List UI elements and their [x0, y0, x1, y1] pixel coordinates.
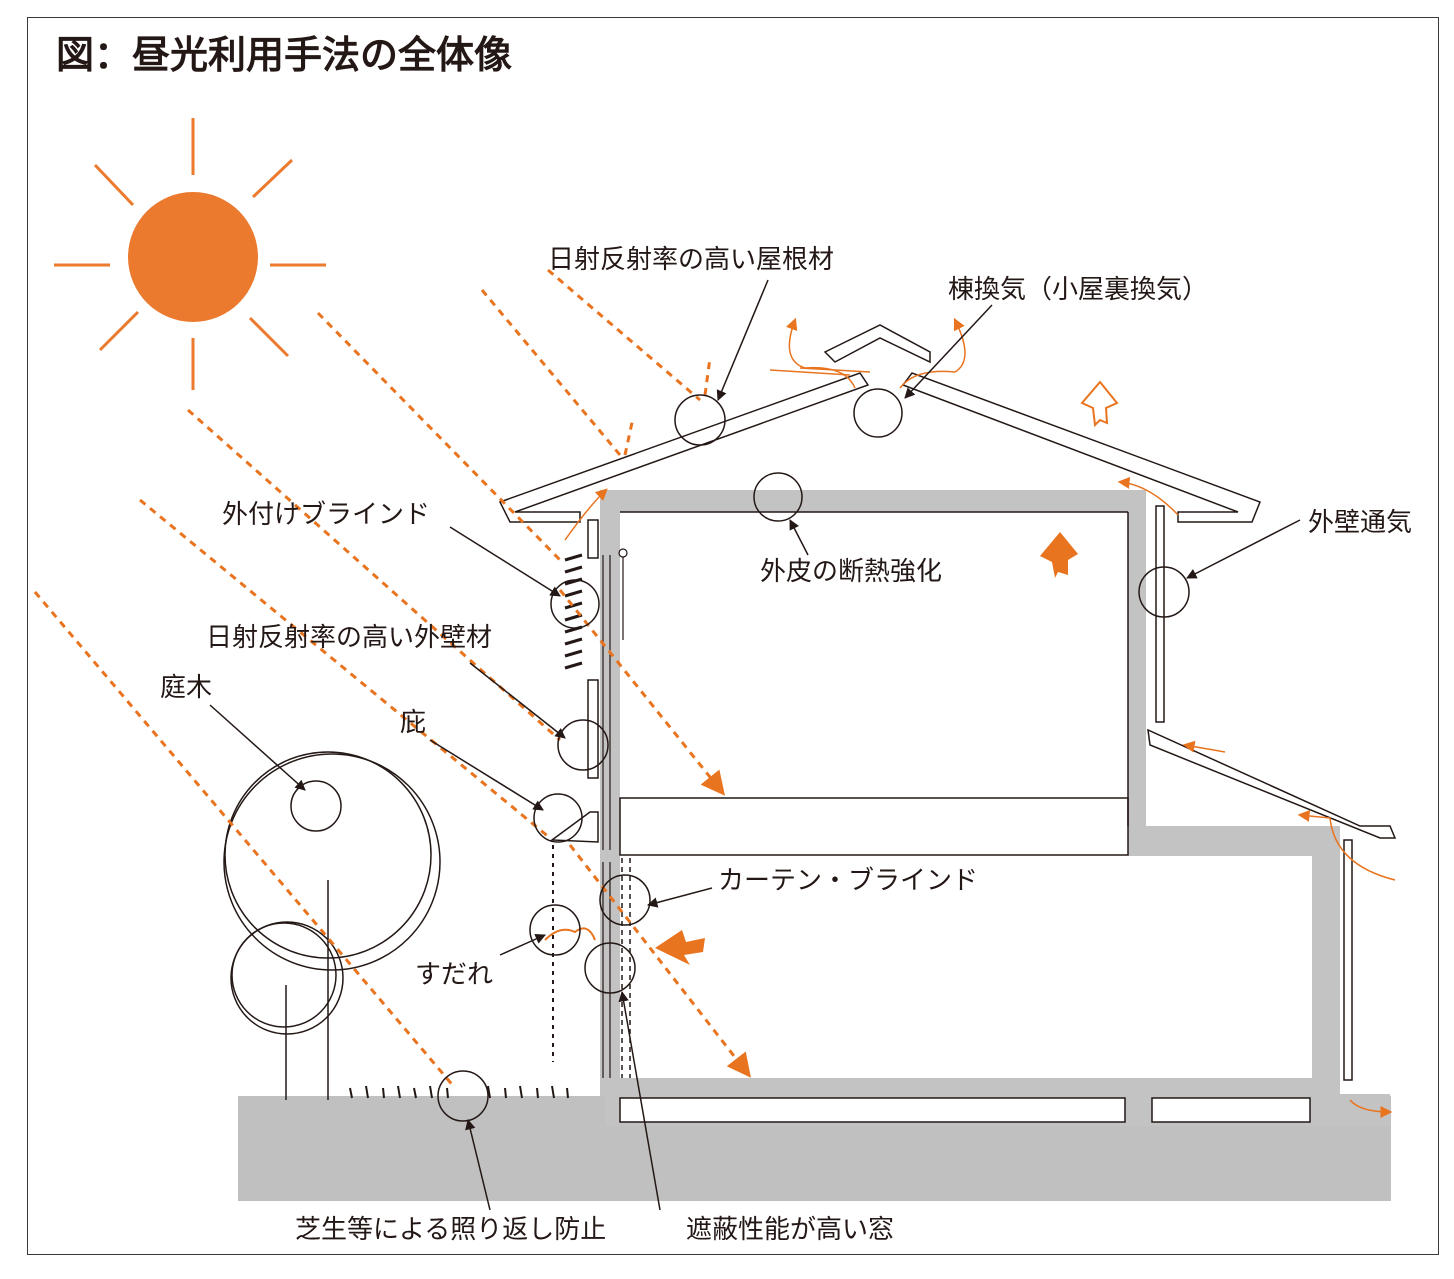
page-title: 図：昼光利用手法の全体像 [56, 33, 513, 77]
label-garden-tree: 庭木 [160, 673, 213, 703]
label-shielding-window: 遮蔽性能が高い窓 [686, 1215, 895, 1245]
diagram-frame [27, 17, 1439, 1255]
label-wall-ventilation: 外壁通気 [1308, 508, 1413, 538]
garden-tree [223, 751, 441, 1100]
airflow-arrows [564, 317, 1396, 1118]
label-exterior-blind: 外付けブラインド [222, 500, 431, 530]
label-curtain-blind: カーテン・ブラインド [718, 866, 979, 896]
external-blind [564, 553, 583, 670]
callout-circles [290, 388, 1190, 1122]
sun-icon [54, 118, 326, 390]
label-roof-material: 日射反射率の高い屋根材 [548, 245, 835, 275]
label-lawn: 芝生等による照り返し防止 [295, 1215, 607, 1245]
heat-arrows [544, 380, 1119, 965]
label-wall-material: 日射反射率の高い外壁材 [206, 623, 493, 653]
sun-rays [33, 268, 751, 1089]
label-sudare: すだれ [415, 960, 494, 990]
eaves [549, 811, 599, 843]
label-eaves: 庇 [400, 708, 427, 738]
lawn [349, 1085, 569, 1099]
label-envelope-insulation: 外皮の断熱強化 [760, 557, 943, 587]
lower-roof [1147, 728, 1397, 839]
label-ridge-vent: 棟換気（小屋裏換気） [948, 275, 1209, 305]
leader-lines [209, 279, 1301, 1211]
